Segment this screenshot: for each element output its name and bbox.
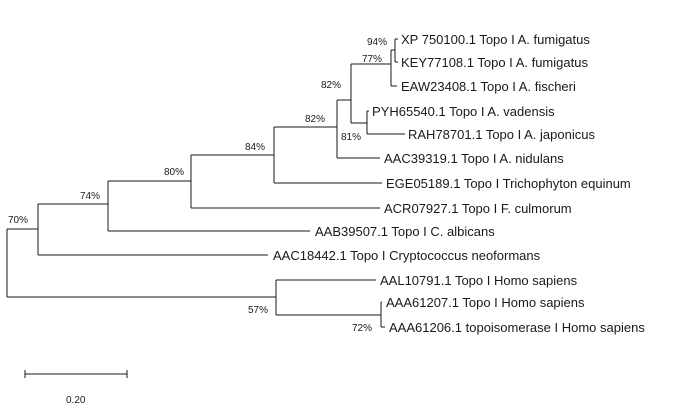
- leaf-label: AAL10791.1 Topo I Homo sapiens: [380, 273, 578, 288]
- bootstrap-value: 94%: [367, 37, 387, 48]
- bootstrap-value: 82%: [321, 80, 341, 91]
- leaf-label: XP 750100.1 Topo I A. fumigatus: [401, 32, 590, 47]
- bootstrap-value: 70%: [8, 215, 28, 226]
- scale-bar: 0.20: [24, 370, 128, 406]
- bootstrap-value: 72%: [352, 323, 372, 334]
- bootstrap-value: 74%: [80, 191, 100, 202]
- bootstrap-value: 84%: [245, 142, 265, 153]
- bootstrap-value: 81%: [341, 132, 361, 143]
- leaf-label: ACR07927.1 Topo I F. culmorum: [384, 201, 572, 216]
- leaf-label: KEY77108.1 Topo I A. fumigatus: [401, 55, 588, 70]
- leaf-labels: XP 750100.1 Topo I A. fumigatus KEY77108…: [273, 32, 645, 335]
- bootstrap-labels: 94% 77% 82% 82% 81% 84% 80% 74% 70% 57% …: [8, 37, 387, 334]
- bootstrap-value: 57%: [248, 305, 268, 316]
- leaf-label: AAC18442.1 Topo I Cryptococcus neoforman…: [273, 248, 541, 263]
- leaf-label: PYH65540.1 Topo I A. vadensis: [372, 104, 555, 119]
- scale-bar-label: 0.20: [66, 395, 86, 406]
- leaf-label: AAC39319.1 Topo I A. nidulans: [384, 151, 564, 166]
- tree-branches: [6, 38, 405, 328]
- leaf-label: RAH78701.1 Topo I A. japonicus: [408, 127, 595, 142]
- bootstrap-value: 82%: [305, 114, 325, 125]
- leaf-label: AAB39507.1 Topo I C. albicans: [315, 224, 495, 239]
- bootstrap-value: 77%: [362, 54, 382, 65]
- leaf-label: AAA61206.1 topoisomerase I Homo sapiens: [389, 320, 645, 335]
- leaf-label: AAA61207.1 Topo I Homo sapiens: [386, 295, 585, 310]
- bootstrap-value: 80%: [164, 167, 184, 178]
- leaf-label: EGE05189.1 Topo I Trichophyton equinum: [386, 176, 631, 191]
- leaf-label: EAW23408.1 Topo I A. fischeri: [401, 79, 576, 94]
